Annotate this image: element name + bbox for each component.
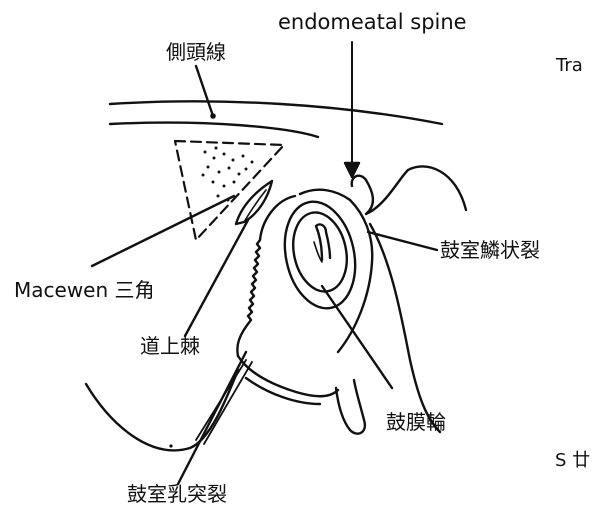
- label-tympanosquamous-fissure: 鼓室鱗状裂: [440, 240, 540, 260]
- leader-tympanomastoid: [178, 352, 246, 484]
- temporal-line-lower: [110, 123, 318, 137]
- macewen-triangle: [175, 141, 284, 240]
- label-macewen-triangle: Macewen 三角: [14, 280, 155, 300]
- leader-annulus: [322, 286, 392, 388]
- label-s-cut: S 廿: [555, 452, 590, 470]
- canal-outline-right: [352, 166, 466, 214]
- temporal-line-upper: [110, 101, 442, 124]
- label-tra-cut: Tra: [556, 57, 583, 75]
- lower-contour-right: [246, 378, 320, 404]
- label-tympanomastoid-fissure: 鼓室乳突裂: [127, 484, 227, 504]
- leader-temporal-line: [196, 66, 213, 116]
- macewen-stipple: [202, 147, 254, 202]
- label-endomeatal-spine: endomeatal spine: [278, 12, 467, 33]
- mastoid-tip: [336, 380, 365, 434]
- label-suprameatal-spine: 道上棘: [140, 336, 200, 356]
- label-tympanic-annulus: 鼓膜輪: [386, 412, 446, 432]
- leader-macewen: [92, 196, 234, 266]
- label-temporal-line: 側頭線: [166, 42, 226, 62]
